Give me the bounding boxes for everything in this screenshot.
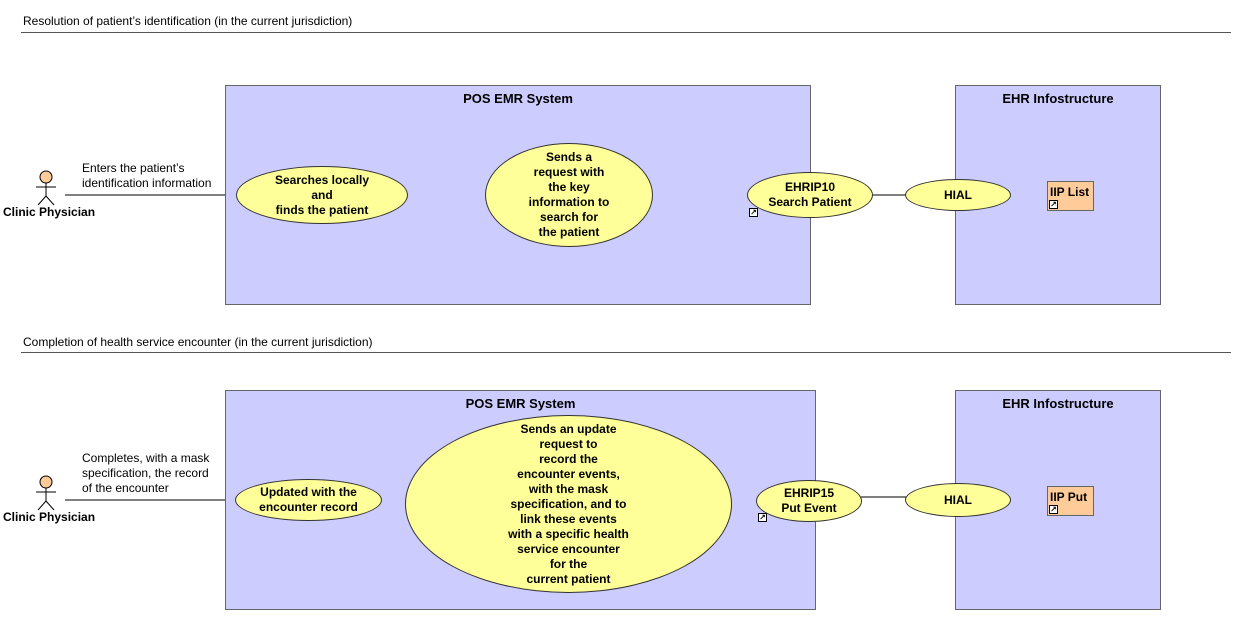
use-case-hial-2[interactable]: HIAL	[905, 483, 1011, 517]
stick-figure-icon	[36, 170, 56, 206]
association-label-2: Completes, with a mask specification, th…	[82, 451, 210, 495]
use-case-update-request[interactable]: Sends an update request to record the en…	[405, 415, 732, 593]
use-case-local-search[interactable]: Searches locally and finds the patient	[236, 166, 408, 224]
link-arrow-icon: ↗	[758, 513, 767, 522]
emr-system-title-1: POS EMR System	[463, 91, 573, 106]
use-case-update-record[interactable]: Updated with the encounter record	[235, 479, 382, 521]
actor-label-2: Clinic Physician	[3, 510, 96, 524]
iip-put-node[interactable]: IIP Put	[1047, 486, 1094, 516]
iip-list-label: IIP List	[1050, 185, 1090, 199]
section-divider-1	[21, 32, 1231, 33]
actor-label-1: Clinic Physician	[3, 205, 96, 219]
use-case-ehrip10[interactable]: EHRIP10 Search Patient	[747, 172, 873, 218]
stick-figure-icon	[36, 475, 56, 511]
association-label-1: Enters the patient’s identification info…	[82, 161, 212, 190]
use-case-hial-1[interactable]: HIAL	[905, 179, 1011, 211]
iip-put-label: IIP Put	[1050, 490, 1088, 504]
section-title-1: Resolution of patient’s identification (…	[23, 14, 353, 28]
ehr-system-title-2: EHR Infostructure	[1002, 396, 1114, 411]
link-arrow-icon: ↗	[1049, 200, 1058, 209]
link-arrow-icon: ↗	[1049, 505, 1058, 514]
use-case-search-request[interactable]: Sends a request with the key information…	[485, 143, 653, 247]
link-arrow-icon: ↗	[749, 208, 758, 217]
ehr-system-title-1: EHR Infostructure	[1002, 91, 1114, 106]
emr-system-title-2: POS EMR System	[465, 396, 576, 411]
section-title-2: Completion of health service encounter (…	[23, 335, 373, 349]
section-divider-2	[21, 352, 1231, 353]
use-case-ehrip15[interactable]: EHRIP15 Put Event	[756, 480, 862, 522]
